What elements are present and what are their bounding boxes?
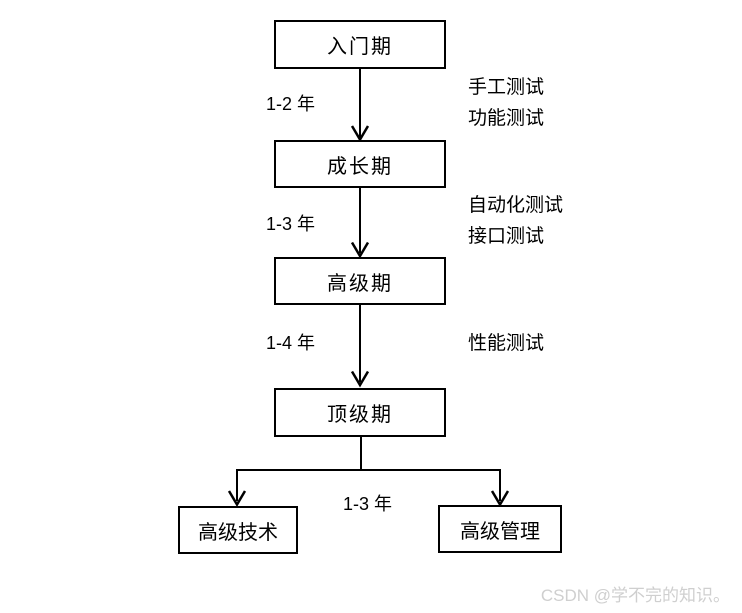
skills-annotation-1: 手工测试 功能测试 (468, 72, 544, 134)
skill-label: 性能测试 (468, 332, 545, 354)
skill-label: 功能测试 (468, 107, 545, 129)
branch-label-management: 高级管理 (460, 518, 540, 543)
arrowhead-stage2-stage3 (350, 241, 370, 259)
branch-label-technology: 高级技术 (198, 519, 278, 544)
duration-label-2: 1-3 年 (266, 214, 316, 234)
stage-label-advanced: 高级期 (327, 270, 393, 295)
stage-box-entry: 入门期 (274, 20, 446, 69)
duration-label-4: 1-3 年 (343, 494, 393, 514)
arrowhead-stage3-stage4 (350, 370, 370, 388)
arrowhead-stage1-stage2 (350, 125, 370, 142)
skill-label: 接口测试 (468, 225, 545, 247)
skill-label: 自动化测试 (468, 194, 564, 216)
stage-label-entry: 入门期 (327, 34, 393, 58)
stage-box-top: 顶级期 (274, 388, 446, 437)
skill-label: 手工测试 (468, 76, 545, 98)
duration-label-3: 1-4 年 (266, 333, 316, 353)
arrowhead-branch-left (227, 490, 247, 507)
stage-label-top: 顶级期 (327, 402, 393, 426)
branch-box-management: 高级管理 (438, 505, 562, 553)
skills-annotation-2: 自动化测试 接口测试 (468, 190, 563, 252)
arrowhead-branch-right (490, 490, 510, 507)
stage-box-advanced: 高级期 (274, 257, 446, 305)
branch-box-technology: 高级技术 (178, 506, 298, 554)
csdn-watermark: CSDN @学不完的知识。 (540, 586, 730, 605)
duration-label-1: 1-2 年 (266, 94, 316, 114)
skills-annotation-3: 性能测试 (468, 328, 544, 359)
stage-box-growth: 成长期 (274, 140, 446, 188)
stage-label-growth: 成长期 (327, 153, 393, 178)
